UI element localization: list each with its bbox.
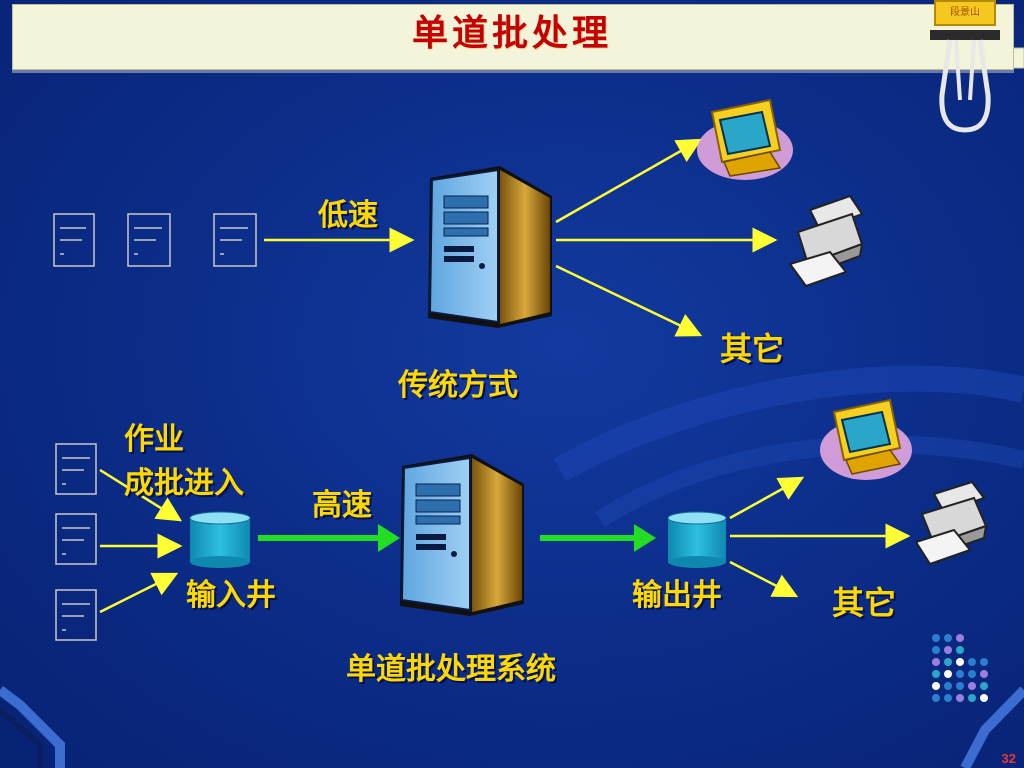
monitor-icon xyxy=(697,98,793,180)
high-speed-label: 高速 xyxy=(312,488,372,523)
decor-dot xyxy=(932,670,940,678)
decor-dot xyxy=(968,694,976,702)
output-arrow-monitor xyxy=(555,138,703,224)
decor-dot xyxy=(932,646,940,654)
page-number: 32 xyxy=(1001,751,1016,766)
decor-dot xyxy=(980,682,988,690)
job-arrow-3 xyxy=(99,572,179,614)
decor-dot xyxy=(932,682,940,690)
low-speed-label: 低速 xyxy=(318,198,378,233)
job-document-icon xyxy=(127,213,171,267)
input-well-cylinder xyxy=(189,511,251,568)
job-label-line1: 作业 xyxy=(124,422,184,457)
input-well-label: 输入井 xyxy=(186,578,276,613)
output-well-cylinder xyxy=(667,511,727,568)
job-arrow-1 xyxy=(99,468,183,522)
decor-dot xyxy=(944,670,952,678)
server-tower-icon xyxy=(400,454,524,616)
output-arrow-other-2 xyxy=(729,560,799,598)
decor-dot xyxy=(956,658,964,666)
decor-dot xyxy=(944,694,952,702)
job-document-icon xyxy=(55,443,97,495)
decor-dot xyxy=(932,694,940,702)
decor-dot xyxy=(944,682,952,690)
monitor-icon xyxy=(820,398,912,480)
decor-dot xyxy=(980,694,988,702)
decor-dot xyxy=(968,682,976,690)
decor-dot xyxy=(932,634,940,642)
job-document-icon xyxy=(53,213,95,267)
job-document-icon xyxy=(55,589,97,641)
decor-dot xyxy=(956,634,964,642)
decor-dot xyxy=(944,658,952,666)
bottom-diagram-caption: 单道批处理系统 xyxy=(346,652,556,687)
decor-dot xyxy=(944,646,952,654)
decor-dot xyxy=(980,658,988,666)
decor-dot xyxy=(968,670,976,678)
printer-icon xyxy=(788,194,864,288)
job-label-line2: 成批进入 xyxy=(124,466,244,501)
decor-dot xyxy=(956,670,964,678)
server-tower-icon xyxy=(428,166,552,328)
clip-tag: 段景山 xyxy=(934,0,996,26)
output-well-label: 输出井 xyxy=(632,578,722,613)
decor-dot xyxy=(980,670,988,678)
job-document-icon xyxy=(213,213,257,267)
decor-dot xyxy=(968,658,976,666)
decor-dot xyxy=(956,694,964,702)
bottom-other-label: 其它 xyxy=(832,584,897,622)
output-arrow-monitor-2 xyxy=(729,476,805,520)
high-speed-arrow-in xyxy=(258,524,400,552)
title-bar xyxy=(12,4,1014,70)
dot-grid-decoration xyxy=(932,634,988,702)
slide-title: 单道批处理 xyxy=(411,12,612,54)
top-other-label: 其它 xyxy=(720,330,785,368)
output-arrow-other xyxy=(555,264,703,337)
decor-dot xyxy=(956,646,964,654)
high-speed-arrow-out xyxy=(540,524,656,552)
decor-dot xyxy=(956,682,964,690)
decor-dot xyxy=(944,634,952,642)
top-diagram-caption: 传统方式 xyxy=(398,368,518,403)
decor-dot xyxy=(932,658,940,666)
job-document-icon xyxy=(55,513,97,565)
printer-icon xyxy=(914,480,988,566)
